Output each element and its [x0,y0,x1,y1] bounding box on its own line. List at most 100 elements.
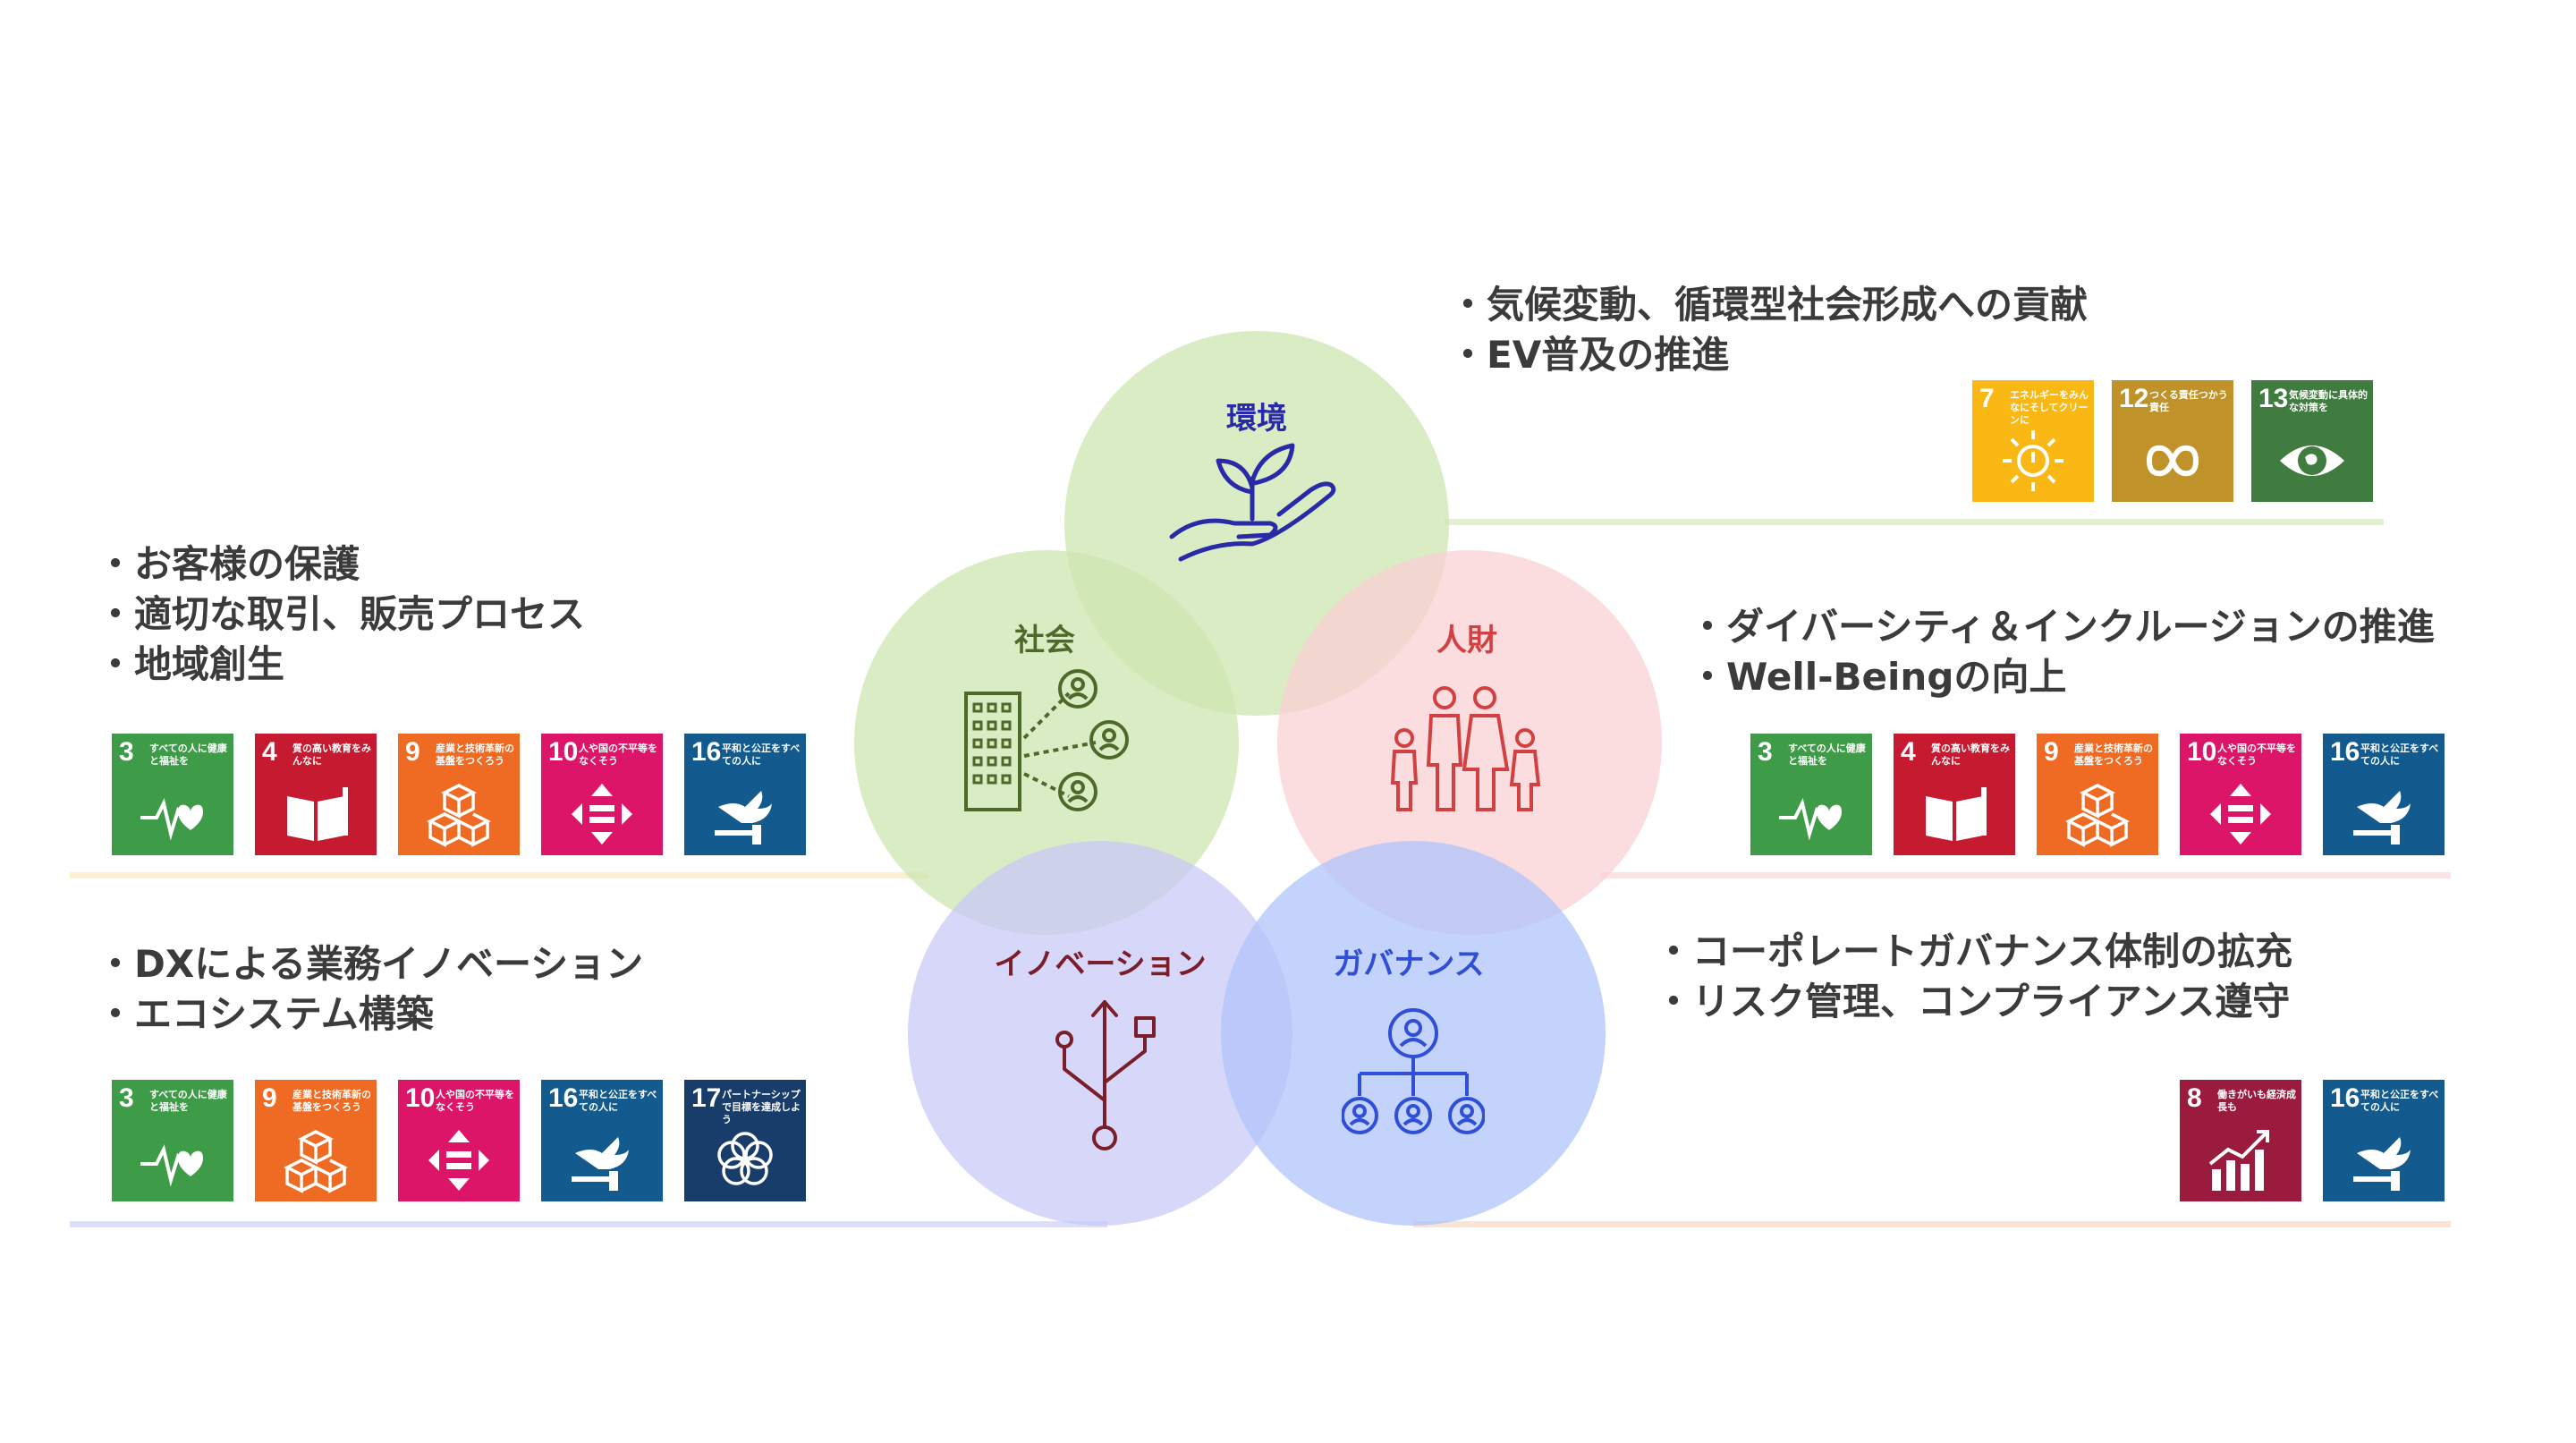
sdg-goal-title: 人や国の不平等をなくそう [436,1089,514,1113]
heartbeat-icon [140,1144,203,1187]
sdg-goal-number: 10 [2187,737,2217,767]
sdg-goal-number: 12 [2119,384,2149,413]
sdg-goal-number: 9 [262,1083,277,1113]
governance-divider-line [1413,1221,2451,1227]
human-label: 人財 [1436,623,1497,658]
human-bullets: ・ダイバーシティ＆インクルージョンの推進 ・Well-Beingの向上 [1689,602,2435,702]
sdg-goal-title: すべての人に健康と福祉を [149,743,227,767]
environment-label: 環境 [1226,401,1287,437]
innovation-label: イノベーション [994,946,1207,982]
society-bullet-1: ・お客様の保護 [97,542,360,586]
sdg-goal-number: 16 [548,1083,579,1113]
family-icon [1390,686,1541,811]
sdg-goal-number: 16 [2330,737,2360,767]
society-bullet-2: ・適切な取引、販売プロセス [97,592,586,636]
sdg-goal-title: パートナーシップで目標を達成しよう [722,1089,801,1125]
sdg-goal-3-tile: 3 すべての人に健康と福祉を [112,1080,233,1201]
sdg-goal-title: つくる責任つかう責任 [2149,389,2228,413]
heartbeat-icon [1779,798,1842,841]
society-divider-line [70,872,928,879]
eye-globe-icon [2280,446,2344,476]
innovation-divider-line [70,1221,1107,1227]
sdg-goal-number: 3 [1758,737,1773,767]
sdg-goal-number: 8 [2187,1083,2202,1113]
innovation-bullets: ・DXによる業務イノベーション ・エコシステム構築 [97,939,643,1040]
sdg-goal-number: 9 [2044,737,2059,767]
sdg-goal-number: 3 [119,737,134,767]
sdg-goal-title: 平和と公正をすべての人に [2360,743,2439,767]
sdg-goal-title: 人や国の不平等をなくそう [579,743,657,767]
sdg-goal-title: 平和と公正をすべての人に [579,1089,657,1113]
innovation-bullet-2: ・エコシステム構築 [97,992,434,1036]
sdg-goal-number: 16 [691,737,722,767]
book-icon [1926,787,1987,841]
sdg-goal-title: 質の高い教育をみんなに [1931,743,2010,767]
sun-icon [2003,430,2063,491]
dove-icon [2353,1137,2411,1191]
human-bullet-2: ・Well-Beingの向上 [1689,655,2067,699]
sdg-goal-number: 10 [405,1083,436,1113]
sdg-goal-title: 平和と公正をすべての人に [2360,1089,2439,1113]
sdg-goal-number: 13 [2258,384,2289,413]
sdg-goal-3-tile: 3 すべての人に健康と福祉を [1750,734,1872,855]
sdg-goal-title: 産業と技術革新の基盤をつくろう [292,1089,371,1113]
sdg-goal-number: 7 [1979,384,1995,413]
sdg-goal-4-tile: 4 質の高い教育をみんなに [1894,734,2015,855]
sdg-goal-number: 17 [691,1083,722,1113]
sdg-goal-9-tile: 9 産業と技術革新の基盤をつくろう [2037,734,2158,855]
society-label: 社会 [1014,623,1075,658]
building-network-icon [964,669,1129,811]
society-bullets: ・お客様の保護 ・適切な取引、販売プロセス ・地域創生 [97,539,585,690]
sdg-goal-4-tile: 4 質の高い教育をみんなに [255,734,377,855]
dove-icon [2353,791,2411,845]
sdg-goal-3-tile: 3 すべての人に健康と福祉を [112,734,233,855]
environment-bullet-2: ・EV普及の推進 [1449,333,1730,377]
hand-plant-icon [1169,443,1336,562]
sdg-goal-title: 人や国の不平等をなくそう [2217,743,2296,767]
governance-label: ガバナンス [1333,946,1485,982]
sdg-goal-title: 産業と技術革新の基盤をつくろう [2074,743,2153,767]
sdg-goal-title: 気候変動に具体的な対策を [2289,389,2368,413]
sdg-goal-9-tile: 9 産業と技術革新の基盤をつくろう [255,1080,377,1201]
infinity-icon [2146,445,2199,477]
growth-chart-icon [2208,1130,2269,1191]
sdg-goal-title: すべての人に健康と福祉を [149,1089,227,1113]
sdg-goal-title: 質の高い教育をみんなに [292,743,371,767]
environment-bullet-1: ・気候変動、循環型社会形成への貢献 [1449,283,2089,327]
sdg-goal-number: 4 [1901,737,1916,767]
sdg-goal-number: 3 [119,1083,134,1113]
environment-bullets: ・気候変動、循環型社会形成への貢献 ・EV普及の推進 [1449,280,2088,380]
heartbeat-icon [140,798,203,841]
environment-divider-line [1445,519,2384,525]
usb-branch-icon [1055,1000,1156,1150]
flower-rings-icon [717,1132,773,1185]
sdg-goal-7-tile: 7 エネルギーをみんなにそしてクリーンに [1972,380,2094,502]
governance-bullet-1: ・コーポレートガバナンス体制の拡充 [1655,929,2293,973]
human-bullet-1: ・ダイバーシティ＆インクルージョンの推進 [1689,605,2435,649]
cubes-icon [427,784,491,847]
equality-icon [2210,784,2271,845]
sdg-goal-title: すべての人に健康と福祉を [1788,743,1866,767]
cubes-icon [284,1130,348,1193]
sdg-goal-number: 16 [2330,1083,2360,1113]
equality-icon [572,784,632,845]
governance-bullet-2: ・リスク管理、コンプライアンス遵守 [1655,980,2291,1023]
innovation-bullet-1: ・DXによる業務イノベーション [97,942,644,986]
human-divider-line [1601,872,2451,879]
sdg-goal-number: 4 [262,737,277,767]
society-bullet-3: ・地域創生 [97,642,285,686]
sdg-goal-title: エネルギーをみんなにそしてクリーンに [2010,389,2089,426]
dove-icon [715,791,772,845]
